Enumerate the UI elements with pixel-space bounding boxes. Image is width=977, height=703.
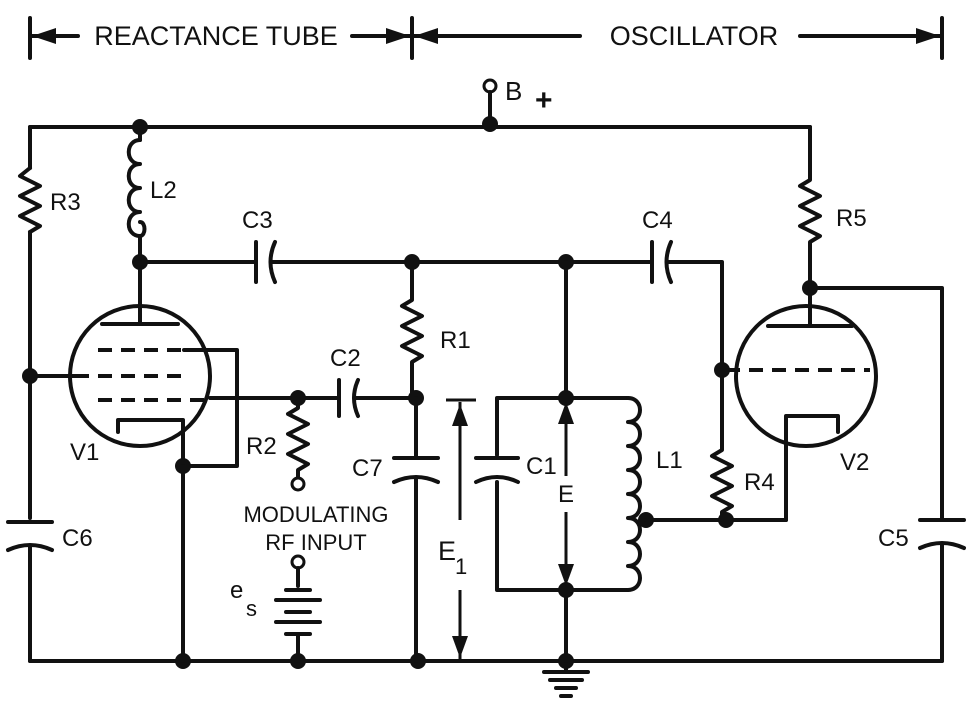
e1-subscript: 1 [455, 554, 467, 579]
l1-coil [626, 396, 642, 592]
l2-label: L2 [150, 177, 177, 204]
v2-cathode [784, 414, 840, 522]
c5-capacitor [808, 286, 966, 663]
oscillator-span-arrow-left [414, 28, 438, 44]
reactance-span-arrow-left [32, 28, 56, 44]
r1-resistor [400, 260, 424, 400]
e1-arrowhead-bottom [452, 636, 468, 658]
es-source [274, 554, 322, 663]
e-voltage-arrow [558, 402, 574, 586]
r2-terminal [290, 476, 306, 492]
tank-top-wire [495, 396, 630, 457]
r5-zigzag [798, 125, 822, 290]
tank-bottom-wire [495, 480, 630, 592]
v2-envelope [734, 304, 878, 448]
junction-b-plus [482, 116, 498, 132]
e-label: E [558, 481, 574, 508]
v1-label: V1 [70, 439, 99, 466]
c7-label: C7 [352, 455, 383, 482]
junction-tank-lower [558, 582, 574, 598]
es-subscript: s [246, 596, 257, 621]
l1-label: L1 [656, 447, 683, 474]
b-plus-sign: + [535, 84, 553, 117]
v1-tube [68, 260, 239, 468]
r4-resistor [710, 362, 734, 522]
b-plus-label: B [505, 76, 522, 106]
r5-label: R5 [836, 205, 867, 232]
r3-resistor [18, 125, 42, 520]
r1-label: R1 [440, 327, 471, 354]
v1-envelope [68, 304, 212, 448]
v1-cathode [116, 418, 185, 468]
reactance-span-arrow-right [386, 28, 410, 44]
r2-zigzag [286, 396, 310, 480]
c4-lead-right [665, 260, 724, 372]
es-letter: e [230, 577, 243, 604]
c6-label: C6 [62, 525, 93, 552]
r4-zigzag [710, 368, 734, 522]
modulating-label: MODULATING [243, 502, 388, 527]
c5-lead-top [808, 286, 944, 520]
r5-resistor [798, 125, 822, 290]
l2-inductor [126, 125, 147, 264]
e1-voltage-arrow [446, 398, 476, 660]
c4-label: C4 [642, 207, 673, 234]
header-section-markers [28, 16, 944, 60]
reactance-tube-label: REACTANCE TUBE [94, 21, 338, 51]
l2-coil [126, 138, 147, 238]
c7-capacitor [392, 396, 440, 663]
c3-label: C3 [242, 207, 273, 234]
v1-suppressor-link [181, 348, 239, 468]
tank-circuit [474, 260, 642, 663]
rf-input-label: RF INPUT [265, 530, 366, 555]
e-arrowhead-bottom [558, 564, 574, 586]
r4-label: R4 [744, 469, 775, 496]
r3-label: R3 [50, 189, 81, 216]
e-arrowhead-top [558, 402, 574, 424]
junction-tank-upper [558, 390, 574, 406]
r3-zigzag [18, 166, 42, 234]
oscillator-label: OSCILLATOR [610, 21, 779, 51]
c1-label: C1 [526, 453, 557, 480]
c6-capacitor [6, 520, 54, 663]
r2-label: R2 [246, 433, 277, 460]
v2-label: V2 [840, 449, 869, 476]
c1-plate-bottom [474, 475, 520, 484]
c5-label: C5 [878, 525, 909, 552]
oscillator-span-arrow-right [916, 28, 940, 44]
c2-label: C2 [330, 345, 361, 372]
e1-arrowhead-top [452, 404, 468, 426]
r2-resistor [286, 396, 310, 492]
r1-zigzag [400, 260, 424, 400]
ground-symbol [542, 659, 590, 698]
e1-letter: E [438, 536, 456, 566]
